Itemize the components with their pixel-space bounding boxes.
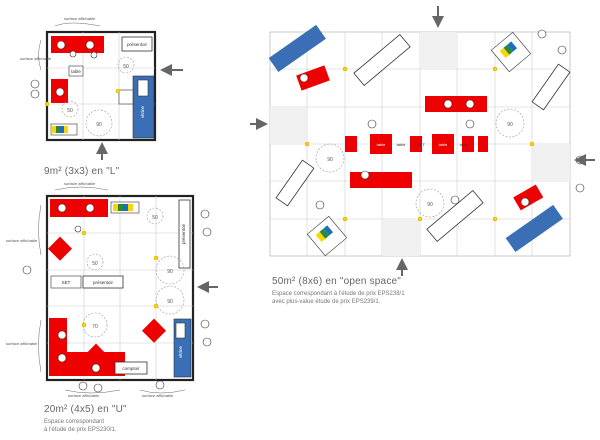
open-table-row — [345, 134, 488, 154]
open-presentoir-top — [353, 34, 411, 86]
l-dim-50: 50 — [67, 108, 73, 114]
u-dim-50: 50 — [92, 261, 98, 267]
open-red-bottom — [350, 172, 412, 188]
u-brace-bottom2 — [139, 389, 186, 394]
l-color-brochure — [50, 123, 78, 136]
u-diamond-left — [47, 236, 73, 261]
l-table — [68, 65, 84, 77]
l-screen — [137, 79, 149, 97]
u-presentoir — [82, 275, 124, 289]
u-circle-70 — [82, 312, 108, 338]
open-brochure-tr — [490, 31, 532, 73]
plan-u-description-2: à l'étude de prix EPS230/1. — [44, 427, 117, 433]
u-presentoir-right-label: présentoir — [181, 223, 186, 244]
open-brochure-bl — [306, 215, 348, 257]
plan-l-title: 9m² (3x3) en "L" — [44, 166, 120, 177]
plan-open-title: 50m² (8x6) en "open space" — [272, 276, 402, 287]
u-set — [50, 275, 82, 289]
u-dim-70: 70 — [92, 324, 98, 330]
open-table-label-2: table — [397, 142, 406, 147]
u-counter-left — [49, 318, 67, 376]
l-dim-90: 90 — [96, 122, 102, 128]
l-lights — [44, 88, 121, 107]
u-people — [22, 203, 212, 393]
l-dim-50b: 50 — [123, 64, 129, 70]
plan-open-description-2: avec plus-value étude de prix EPS239/1. — [272, 299, 381, 305]
open-presentoir-left — [275, 159, 315, 207]
u-comptoir-label: comptoir — [122, 366, 140, 371]
u-dim-50b: 50 — [152, 215, 158, 221]
l-surface-label-left: surface affichable — [20, 56, 52, 61]
u-surface-label-left: surface affichable — [6, 238, 38, 243]
u-surface-label-left2: surface affichable — [6, 341, 38, 346]
u-brace-top — [54, 186, 109, 191]
open-red-tl — [296, 65, 330, 91]
open-circle-90b — [315, 143, 345, 173]
u-screen — [175, 322, 186, 339]
plan-u: présentoir présentoir SET comptoir vitri… — [6, 181, 218, 398]
plan-open-description-1: Espace correspondant à l'étude de prix E… — [272, 291, 405, 297]
u-brace-left2 — [38, 319, 42, 373]
open-lights — [304, 66, 535, 222]
open-circle-90c — [415, 188, 445, 218]
u-brace-bottom — [64, 389, 121, 394]
open-empty-cells — [270, 32, 570, 256]
u-circle-50b — [146, 207, 164, 225]
open-dim-90a: 90 — [507, 122, 513, 128]
open-table-label-1: table — [377, 142, 386, 147]
u-circle-90b — [155, 285, 185, 315]
open-red-center — [425, 96, 487, 112]
u-presentoir-right — [178, 199, 191, 269]
open-set-label: SET — [417, 142, 425, 147]
open-table-label-4: table — [460, 142, 469, 147]
u-color-brochure — [110, 201, 140, 214]
u-brace-left — [38, 204, 42, 256]
u-surface-label-bottom: surface affichable — [68, 393, 100, 398]
u-counter-top — [50, 199, 108, 217]
u-set-label: SET — [62, 280, 71, 285]
l-presentoir — [121, 36, 153, 52]
open-vitrine-br — [505, 204, 563, 253]
u-surface-label-top: surface affichable — [64, 181, 96, 186]
l-circle-90 — [85, 109, 113, 137]
l-table-label: table — [71, 69, 81, 74]
l-stool — [118, 89, 134, 105]
plan-open: 90 table table table table SET 90 90 — [250, 6, 595, 276]
u-circle-90 — [155, 255, 185, 285]
l-brace-left — [38, 39, 42, 71]
u-surface-label-bottom2: surface affichable — [142, 393, 174, 398]
plan-l: présentoir vitrine table 90 50 50 surfac… — [20, 16, 183, 160]
l-surface-label-top: surface affichable — [64, 16, 96, 21]
plan-u-title: 20m² (4x5) en "U" — [44, 404, 127, 415]
open-people — [299, 29, 585, 210]
plan-u-description-1: Espace correspondant — [44, 419, 105, 425]
u-presentoir-label: présentoir — [93, 280, 114, 285]
u-vitrine-label: vitrine — [178, 346, 183, 359]
open-presentoir-right — [531, 63, 571, 111]
open-vitrine-tl — [268, 24, 326, 73]
u-lights — [81, 230, 159, 328]
u-dim-90: 90 — [167, 269, 173, 275]
u-dim-90b: 90 — [167, 299, 173, 305]
u-comptoir — [114, 361, 148, 375]
l-people — [30, 40, 98, 99]
open-circle-90a — [495, 108, 525, 138]
u-circle-50 — [86, 253, 104, 271]
l-circle-50 — [61, 100, 79, 118]
open-dim-90b: 90 — [327, 157, 333, 163]
plan-open-grid — [270, 32, 570, 256]
open-table-label-3: table — [439, 142, 448, 147]
l-presentoir-label: présentoir — [127, 42, 148, 47]
open-red-br — [513, 184, 544, 211]
l-brace-top — [54, 22, 101, 27]
open-presentoir-bottom — [426, 190, 484, 242]
open-dim-90c: 90 — [427, 202, 433, 208]
l-vitrine-label: vitrine — [140, 106, 145, 119]
l-circle-50b — [117, 56, 135, 74]
